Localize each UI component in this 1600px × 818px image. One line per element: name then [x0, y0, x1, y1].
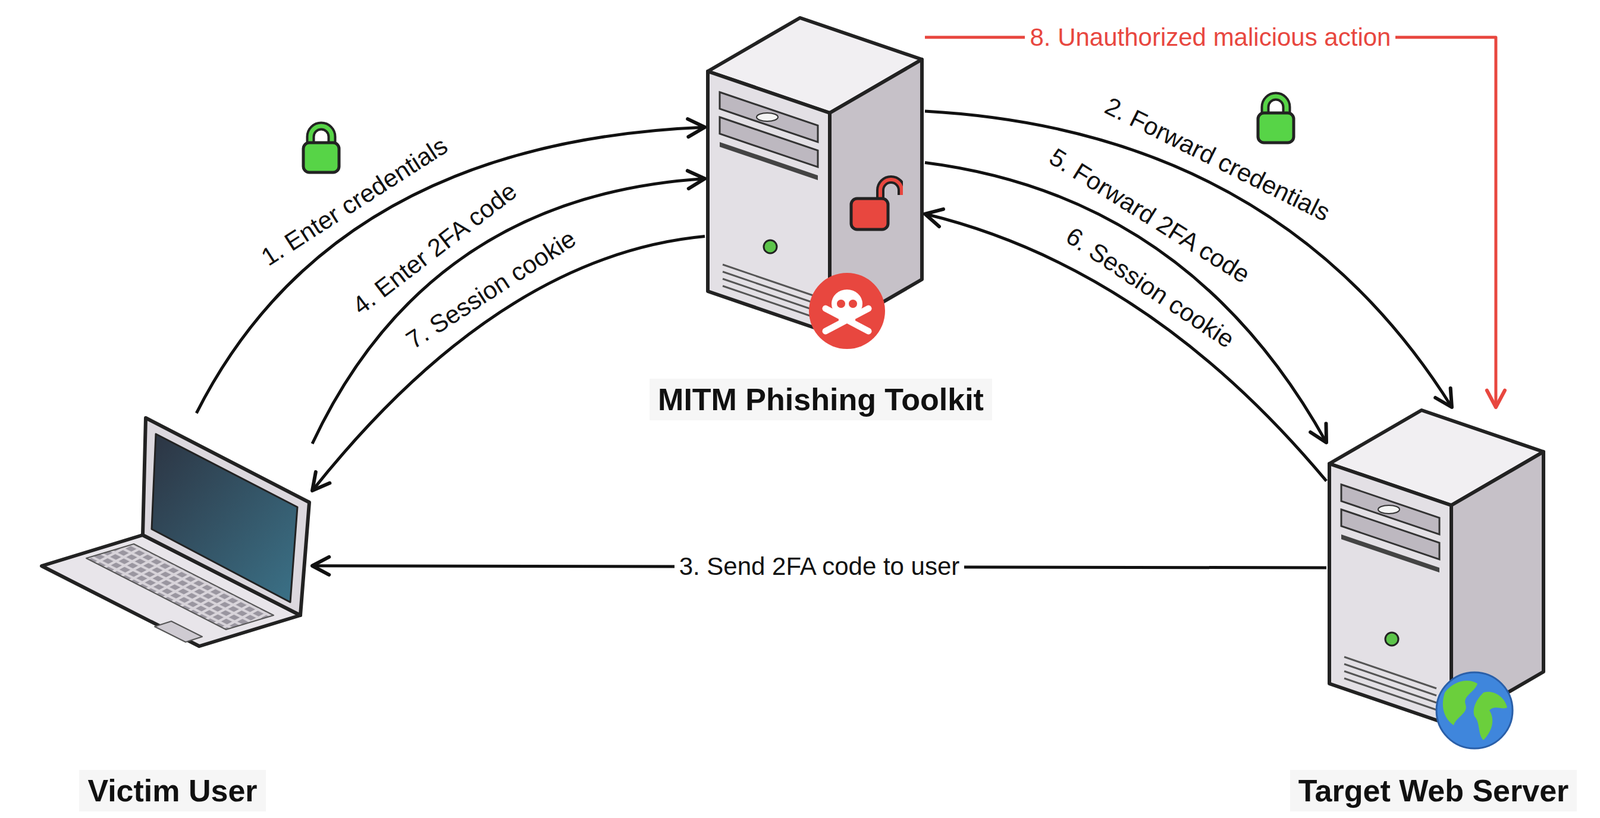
- arrowhead: [924, 209, 944, 227]
- connector: [924, 209, 1327, 482]
- edge-label: 8. Unauthorized malicious action: [1024, 23, 1396, 52]
- arrowhead: [687, 118, 705, 137]
- server-node: MITM Phishing Toolkit: [704, 14, 925, 337]
- globe-icon: [1436, 672, 1513, 749]
- node-label: MITM Phishing Toolkit: [649, 378, 993, 421]
- connector-line: [196, 127, 705, 414]
- server-icon: [1329, 410, 1544, 726]
- node-label: Victim User: [79, 770, 266, 812]
- closed-padlock: [303, 126, 340, 173]
- laptop-node: Victim User: [29, 413, 313, 649]
- arrowhead: [312, 472, 330, 491]
- arrowhead: [1435, 388, 1452, 408]
- server-node: Target Web Server: [1326, 407, 1547, 729]
- arrowhead: [1486, 390, 1505, 408]
- open-padlock: [851, 179, 902, 230]
- skull-badge: [808, 273, 886, 350]
- connector-line: [924, 214, 1327, 482]
- arrowhead: [1310, 423, 1327, 443]
- connector-line: [924, 37, 1496, 408]
- arrowhead: [687, 170, 705, 189]
- laptop-icon: [41, 418, 310, 647]
- server-icon: [707, 17, 922, 334]
- closed-padlock: [1257, 96, 1294, 143]
- arrowhead: [312, 557, 329, 576]
- node-label: Target Web Server: [1290, 770, 1578, 812]
- edge-label: 3. Send 2FA code to user: [674, 552, 965, 582]
- connector: [924, 37, 1505, 408]
